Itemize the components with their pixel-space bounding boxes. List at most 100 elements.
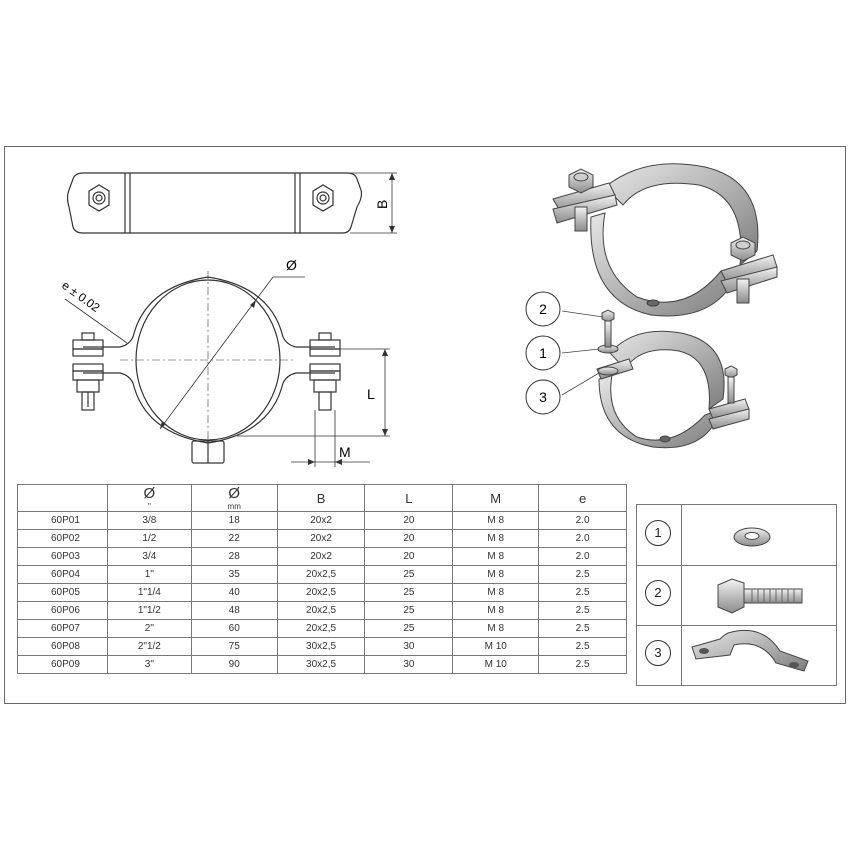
table-cell: 40 [190, 583, 278, 602]
clamp-3d-exploded-illustration [561, 309, 750, 449]
table-cell: 25 [364, 619, 454, 638]
table-cell: 35 [190, 565, 278, 584]
table-cell: 1"1/4 [106, 583, 192, 602]
table-cell: M 8 [452, 619, 540, 638]
table-cell: M 8 [452, 601, 540, 620]
table-cell: 20 [364, 529, 454, 548]
product-code-cell: 60P07 [17, 619, 108, 638]
table-cell: M 10 [452, 655, 540, 674]
dim-e-label: e ± 0.02 [59, 278, 103, 315]
product-code-cell: 60P03 [17, 547, 108, 566]
table-cell: 2.0 [538, 511, 627, 530]
table-cell: 2.5 [538, 601, 627, 620]
drawing-sheet: B [4, 146, 846, 704]
table-cell: 48 [190, 601, 278, 620]
part-number: 1 [645, 520, 671, 546]
table-cell: 20x2,5 [276, 565, 366, 584]
table-cell: 2"1/2 [106, 637, 192, 656]
table-cell: 2.5 [538, 637, 627, 656]
technical-drawing: B [59, 163, 778, 467]
table-cell: 2.5 [538, 619, 627, 638]
header-e: e [538, 484, 627, 512]
svg-text:3: 3 [539, 389, 547, 405]
callout-1: 1 [525, 335, 561, 371]
table-cell: 30 [364, 655, 454, 674]
table-cell: 3/4 [106, 547, 192, 566]
table-cell: M 8 [452, 529, 540, 548]
parts-legend: 1 2 [636, 504, 837, 686]
table-cell: 30x2,5 [276, 637, 366, 656]
clamp-3d-assembled-illustration [552, 163, 778, 317]
table-cell: 1/2 [106, 529, 192, 548]
header-b: B [276, 484, 366, 512]
table-cell: 18 [190, 511, 278, 530]
product-code-cell: 60P06 [17, 601, 108, 620]
table-cell: 3/8 [106, 511, 192, 530]
table-cell: 20x2 [276, 529, 366, 548]
table-cell: 20x2,5 [276, 619, 366, 638]
part-number: 3 [645, 640, 671, 666]
top-view-drawing [66, 172, 397, 234]
table-cell: 60 [190, 619, 278, 638]
front-view-drawing [64, 271, 390, 467]
table-cell: 22 [190, 529, 278, 548]
table-cell: 20 [364, 547, 454, 566]
table-cell: M 8 [452, 583, 540, 602]
table-cell: 2.5 [538, 583, 627, 602]
svg-text:1: 1 [539, 345, 547, 361]
table-cell: 25 [364, 601, 454, 620]
product-code-cell: 60P04 [17, 565, 108, 584]
table-cell: 28 [190, 547, 278, 566]
table-cell: 20x2 [276, 511, 366, 530]
washer-icon [733, 527, 771, 547]
callout-3: 3 [525, 379, 561, 415]
table-cell: 2.5 [538, 655, 627, 674]
header-code [17, 484, 108, 512]
table-cell: 30 [364, 637, 454, 656]
table-cell: M 8 [452, 547, 540, 566]
half-clamp-icon [691, 629, 809, 672]
part-row-half-clamp: 3 [637, 625, 836, 685]
table-cell: M 8 [452, 511, 540, 530]
table-cell: M 10 [452, 637, 540, 656]
part-row-bolt: 2 [637, 565, 836, 626]
table-cell: 20x2,5 [276, 601, 366, 620]
product-code-cell: 60P02 [17, 529, 108, 548]
dim-b-label: B [374, 200, 390, 209]
product-code-cell: 60P09 [17, 655, 108, 674]
table-cell: 25 [364, 565, 454, 584]
table-cell: 90 [190, 655, 278, 674]
table-cell: 2.5 [538, 565, 627, 584]
header-l: L [364, 484, 454, 512]
table-cell: 1"1/2 [106, 601, 192, 620]
table-cell: M 8 [452, 565, 540, 584]
header-diameter-inch: Ø" [106, 484, 192, 512]
dim-m-label: M [339, 444, 351, 460]
table-cell: 20x2,5 [276, 583, 366, 602]
table-cell: 3" [106, 655, 192, 674]
hex-bolt-icon [717, 578, 803, 614]
table-cell: 30x2,5 [276, 655, 366, 674]
table-cell: 75 [190, 637, 278, 656]
table-cell: 2.0 [538, 547, 627, 566]
product-code-cell: 60P05 [17, 583, 108, 602]
dim-l-label: L [367, 386, 375, 402]
svg-text:2: 2 [539, 301, 547, 317]
table-cell: 2.0 [538, 529, 627, 548]
dim-diameter-label: Ø [286, 257, 297, 273]
header-m: M [452, 484, 540, 512]
table-cell: 20x2 [276, 547, 366, 566]
